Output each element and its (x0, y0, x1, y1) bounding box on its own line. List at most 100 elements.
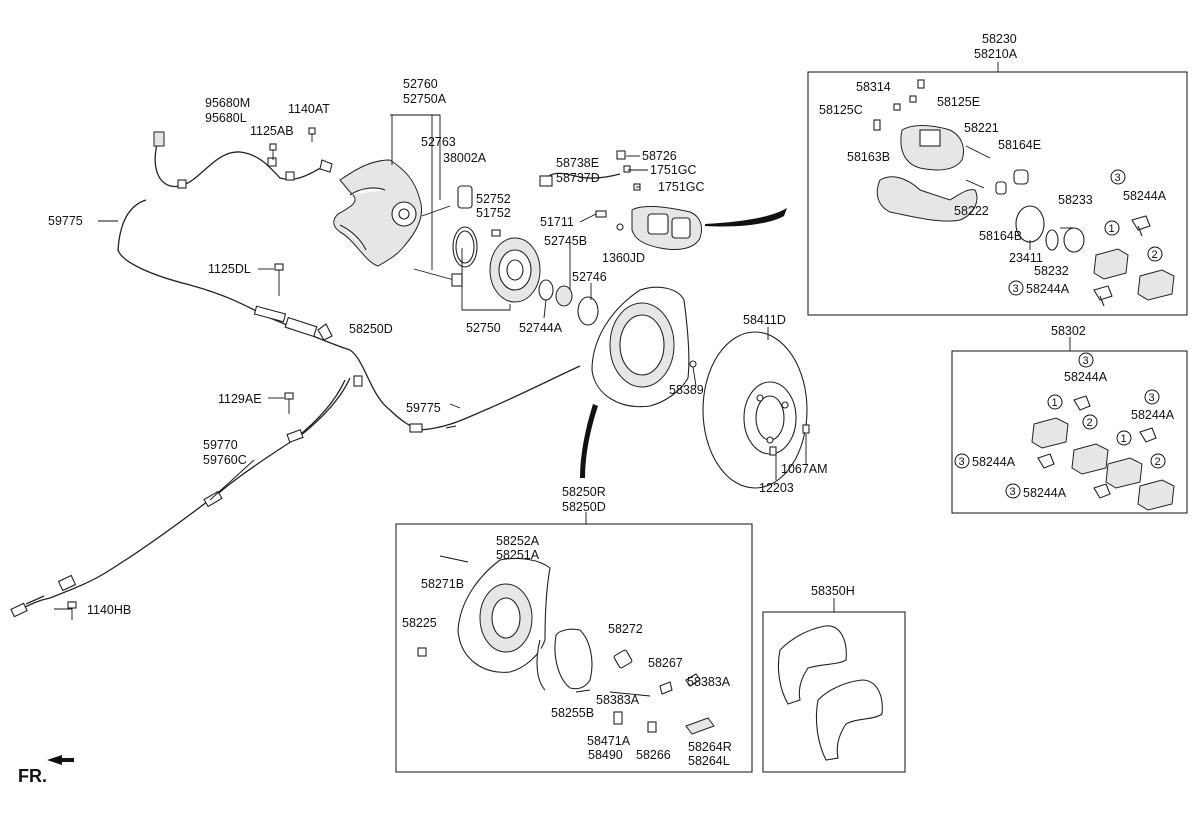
callout-3-icon: 3 (1115, 172, 1121, 184)
label-58267: 58267 (648, 656, 683, 670)
label-58250D: 58250D (349, 322, 393, 336)
label-52752: 52752 (476, 192, 511, 206)
label-59770: 59770 (203, 438, 238, 452)
label-1125DL: 1125DL (208, 262, 251, 276)
label-58271B: 58271B (421, 577, 464, 591)
label-58350H: 58350H (811, 584, 855, 598)
label-59775: 59775 (48, 214, 83, 228)
sensor-connector-icon (153, 131, 165, 147)
bolt-1129AE-icon (284, 392, 294, 414)
label-51711: 51711 (540, 215, 574, 229)
caliper-body-icon (900, 125, 964, 171)
label-59775: 59775 (406, 401, 441, 415)
label-58389: 58389 (669, 383, 704, 397)
label-58230: 58230 (982, 32, 1017, 46)
label-58164B: 58164B (979, 229, 1022, 243)
part-number-labels: 52760 52750A 95680M 95680L 1140AT 1125AB… (48, 32, 1175, 768)
label-1067AM: 1067AM (781, 462, 828, 476)
label-1751GC: 1751GC (658, 180, 705, 194)
label-52746: 52746 (572, 270, 607, 284)
callout-1-icon: 1 (1052, 397, 1058, 409)
label-58264L: 58264L (688, 754, 730, 768)
label-1140HB: 1140HB (87, 603, 131, 617)
pad-kit-pad-1a-icon (1031, 417, 1069, 449)
label-52744A: 52744A (519, 321, 563, 335)
pad-kit-pad-2a-icon (1071, 443, 1109, 475)
parking-cable-59775 (117, 199, 581, 431)
callout-1-icon: 1 (1121, 433, 1127, 445)
label-58383A: 58383A (687, 675, 731, 689)
label-58272: 58272 (608, 622, 643, 636)
label-58314: 58314 (856, 80, 891, 94)
pad-kit-box (951, 350, 1188, 514)
shoe-kit-shoe-1-icon (777, 625, 847, 705)
callout-2-icon: 2 (1155, 456, 1161, 468)
label-1360JD: 1360JD (602, 251, 645, 265)
label-58490: 58490 (588, 748, 623, 762)
label-52750A: 52750A (403, 92, 447, 106)
parking-brake-kit-box (395, 523, 753, 773)
label-1751GC: 1751GC (650, 163, 697, 177)
label-38002A: 38002A (443, 151, 487, 165)
front-arrow-icon (47, 755, 74, 765)
callout-2-icon: 2 (1152, 249, 1158, 261)
label-58210A: 58210A (974, 47, 1018, 61)
label-59760C: 59760C (203, 453, 247, 467)
label-95680L: 95680L (205, 111, 247, 125)
label-12203: 12203 (759, 481, 794, 495)
label-58737D: 58737D (556, 171, 600, 185)
label-58251A: 58251A (496, 548, 540, 562)
parking-cable-59770 (19, 377, 351, 611)
label-58738E: 58738E (556, 156, 599, 170)
arrow-to-backing-plate-icon (580, 404, 598, 478)
callout-3-icon: 3 (959, 456, 965, 468)
label-52760: 52760 (403, 77, 438, 91)
label-58244A: 58244A (972, 455, 1016, 469)
label-58250D: 58250D (562, 500, 606, 514)
label-1125AB: 1125AB (250, 124, 294, 138)
label-58244A: 58244A (1026, 282, 1070, 296)
label-58302: 58302 (1051, 324, 1086, 338)
label-52750: 52750 (466, 321, 501, 335)
label-58225: 58225 (402, 616, 437, 630)
callout-2-icon: 2 (1087, 417, 1093, 429)
leader-lines (54, 114, 1074, 610)
brake-shoe-a-icon (554, 628, 593, 690)
bolt-1140AT-icon (308, 127, 316, 142)
label-58125E: 58125E (937, 95, 980, 109)
label-58125C: 58125C (819, 103, 863, 117)
pad-1-icon (1093, 248, 1129, 280)
bolt-1125DL-icon (274, 263, 284, 296)
label-52763: 52763 (421, 135, 456, 149)
label-58164E: 58164E (998, 138, 1041, 152)
label-58222: 58222 (954, 204, 989, 218)
label-58244A: 58244A (1131, 408, 1175, 422)
label-58266: 58266 (636, 748, 671, 762)
caliper-bracket-icon (876, 176, 978, 222)
label-95680M: 95680M (205, 96, 250, 110)
label-58250R: 58250R (562, 485, 606, 499)
callout-3-icon: 3 (1083, 355, 1089, 367)
pad-kit-pad-1b-icon (1105, 457, 1143, 489)
label-58255B: 58255B (551, 706, 594, 720)
arrow-to-caliper-icon (705, 208, 787, 227)
caliper-kit-box (807, 71, 1188, 316)
bolt-1125AB-icon (269, 143, 277, 160)
label-58471A: 58471A (587, 734, 631, 748)
callout-3-icon: 3 (1010, 486, 1016, 498)
label-58383A: 58383A (596, 693, 640, 707)
label-1140AT: 1140AT (288, 102, 330, 116)
label-58264R: 58264R (688, 740, 732, 754)
label-58163B: 58163B (847, 150, 890, 164)
label-58252A: 58252A (496, 534, 540, 548)
label-58411D: 58411D (743, 313, 786, 327)
label-58244A: 58244A (1064, 370, 1108, 384)
label-58244A: 58244A (1123, 189, 1167, 203)
front-orientation-label: FR. (18, 766, 47, 786)
bolt-1140HB-icon (67, 601, 77, 620)
callout-3-icon: 3 (1013, 283, 1019, 295)
label-52745B: 52745B (544, 234, 587, 248)
callout-3-icon: 3 (1149, 392, 1155, 404)
